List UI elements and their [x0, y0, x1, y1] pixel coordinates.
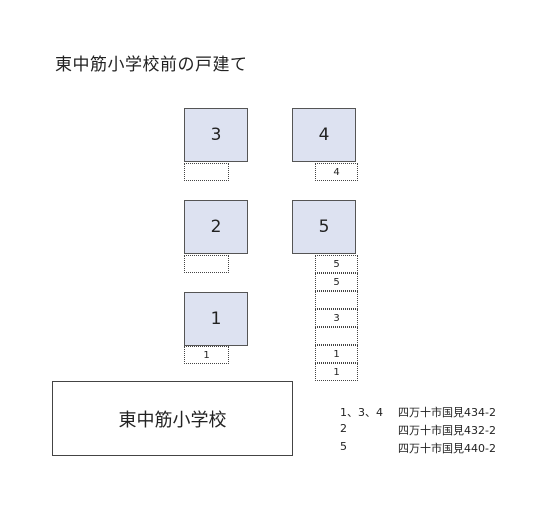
house-1[interactable]: 1 — [184, 292, 248, 346]
parking-stack-row-3 — [315, 291, 358, 309]
address-row-1: 1、3、4 四万十市国見434-2 — [340, 404, 540, 422]
house-3[interactable]: 3 — [184, 108, 248, 162]
parking-space-2 — [184, 255, 229, 273]
address-row-3: 5 四万十市国見440-2 — [340, 440, 540, 458]
address-keys: 2 — [340, 422, 347, 435]
address-value: 四万十市国見434-2 — [398, 406, 496, 419]
house-2[interactable]: 2 — [184, 200, 248, 254]
parking-stack-row-2: 5 — [315, 273, 358, 291]
address-keys: 1、3、4 — [340, 406, 383, 419]
page-title: 東中筋小学校前の戸建て — [55, 55, 248, 75]
parking-space-4: 4 — [315, 163, 358, 181]
address-value: 四万十市国見432-2 — [398, 424, 496, 437]
house-5[interactable]: 5 — [292, 200, 356, 254]
parking-stack-row-5 — [315, 327, 358, 345]
address-value: 四万十市国見440-2 — [398, 442, 496, 455]
address-row-2: 2 四万十市国見432-2 — [340, 422, 540, 440]
house-4[interactable]: 4 — [292, 108, 356, 162]
parking-space-1: 1 — [184, 346, 229, 364]
parking-stack-row-6: 1 — [315, 345, 358, 363]
parking-space-3 — [184, 163, 229, 181]
parking-stack-row-4: 3 — [315, 309, 358, 327]
parking-stack-row-1: 5 — [315, 255, 358, 273]
address-keys: 5 — [340, 440, 347, 453]
school-building: 東中筋小学校 — [52, 381, 293, 456]
parking-stack-row-7: 1 — [315, 363, 358, 381]
